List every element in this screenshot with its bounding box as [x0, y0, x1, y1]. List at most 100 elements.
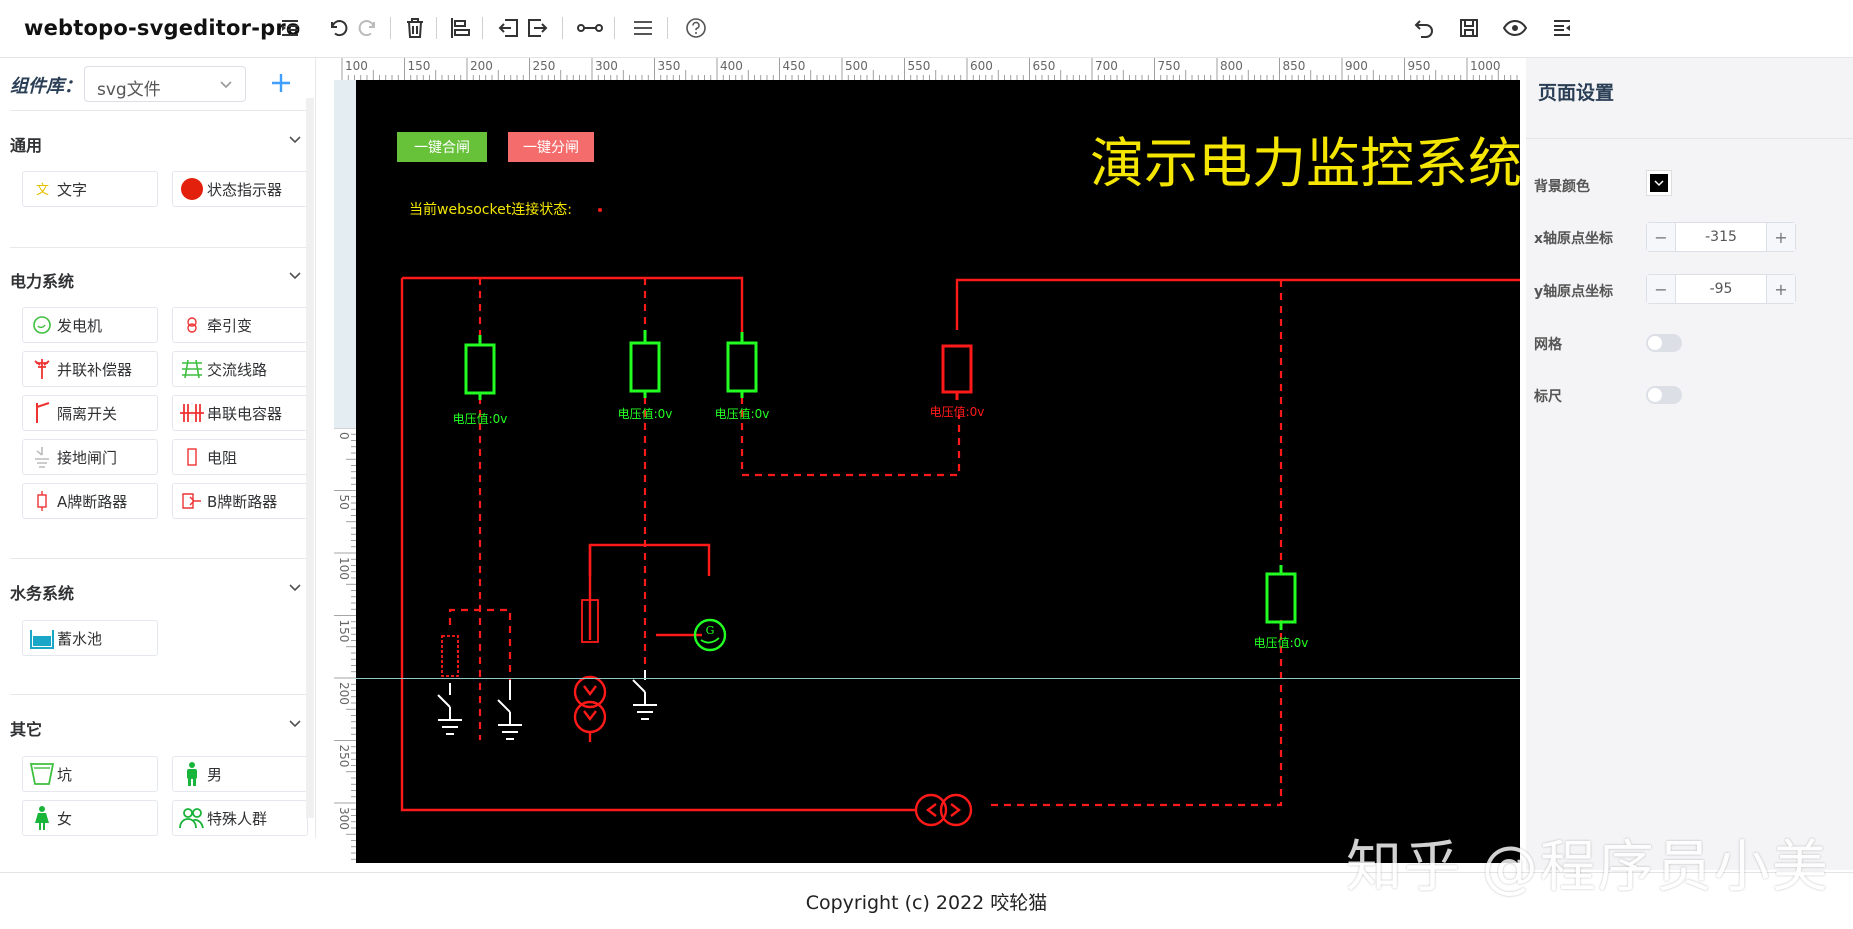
component-item-label: 接地闸门 [57, 448, 118, 467]
group-title-power[interactable]: 电力系统 [10, 272, 75, 291]
ruler-tick-label: 900 [1345, 59, 1368, 73]
red-switch[interactable] [941, 344, 973, 400]
undo-right-icon[interactable] [1410, 14, 1438, 42]
toolbar-divider [562, 17, 563, 39]
open-all-button[interactable] [508, 132, 594, 162]
sidebar-scrollbar[interactable] [306, 98, 314, 818]
ruler-tick-label: 100 [345, 59, 368, 73]
diagram-svg[interactable]: 一键合闸 一键分闸 演示电力监控系统 当前websocket连接状态: [356, 80, 1520, 863]
component-item[interactable]: 男 [172, 756, 308, 792]
group-title-water[interactable]: 水务系统 [10, 584, 75, 603]
resistor-element[interactable] [581, 599, 599, 643]
component-item[interactable]: 并联补偿器 [22, 351, 158, 387]
increase-button[interactable]: + [1766, 275, 1795, 303]
component-item[interactable]: A牌断路器 [22, 483, 158, 519]
increase-button[interactable]: + [1766, 223, 1795, 251]
group-title-other[interactable]: 其它 [10, 720, 43, 739]
component-item-label: 状态指示器 [207, 180, 283, 199]
component-item-label: 隔离开关 [57, 404, 118, 423]
websocket-status-dot [598, 208, 602, 212]
component-item-label: 电阻 [207, 448, 238, 467]
component-item[interactable]: 特殊人群 [172, 800, 308, 836]
isolating-switch-icon [29, 400, 55, 426]
component-item[interactable]: B牌断路器 [172, 483, 308, 519]
diagram-title[interactable]: 演示电力监控系统 [1090, 132, 1520, 195]
outdent-icon[interactable] [1548, 14, 1576, 42]
ruler-tick-label: 250 [533, 59, 556, 73]
bg-color-picker[interactable] [1646, 170, 1672, 196]
chevron-down-icon[interactable] [288, 268, 302, 287]
grounding-switch-element[interactable] [437, 670, 657, 740]
y-origin-value[interactable]: -95 [1709, 281, 1733, 297]
delete-icon[interactable] [401, 14, 429, 42]
divider [10, 110, 310, 111]
voltage-label: 电压值:0v [1254, 635, 1309, 650]
move-right-icon[interactable] [524, 14, 552, 42]
transformer-element[interactable] [914, 793, 973, 827]
library-select[interactable]: svg文件 [84, 66, 246, 102]
breaker-a-icon [29, 488, 55, 514]
ruler-toggle[interactable] [1646, 386, 1682, 404]
x-origin-stepper[interactable]: − -315 + [1646, 222, 1796, 252]
ruler-tick-label: 150 [337, 620, 351, 643]
undo-icon[interactable] [324, 14, 352, 42]
decrease-button[interactable]: − [1647, 275, 1676, 303]
library-label: 组件库： [10, 76, 82, 97]
top-toolbar: webtopo-svgeditor-pro [0, 0, 1853, 58]
panel-title: 页面设置 [1538, 82, 1615, 104]
chevron-down-icon[interactable] [288, 716, 302, 735]
component-item[interactable]: 发电机 [22, 307, 158, 343]
ruler-tick-label: 950 [1408, 59, 1431, 73]
group-title-general[interactable]: 通用 [10, 136, 43, 155]
ruler-tick-label: 750 [1158, 59, 1181, 73]
resistor-element[interactable] [441, 635, 459, 677]
special-group-icon [179, 805, 205, 831]
divider [10, 247, 310, 248]
green-switches[interactable] [464, 330, 1297, 630]
ruler-tick-label: 650 [1033, 59, 1056, 73]
component-item[interactable]: 电阻 [172, 439, 308, 475]
move-left-icon[interactable] [494, 14, 522, 42]
pit-icon [29, 761, 55, 787]
component-item[interactable]: 蓄水池 [22, 620, 158, 656]
websocket-status[interactable]: 当前websocket连接状态: [409, 201, 572, 218]
component-item[interactable]: 交流线路 [172, 351, 308, 387]
y-origin-stepper[interactable]: − -95 + [1646, 274, 1796, 304]
preview-icon[interactable] [1501, 14, 1529, 42]
component-item[interactable]: 女 [22, 800, 158, 836]
close-all-label: 一键合闸 [414, 140, 470, 156]
component-item[interactable]: 牵引变 [172, 307, 308, 343]
connect-line-icon[interactable] [576, 14, 604, 42]
component-item[interactable]: 坑 [22, 756, 158, 792]
plus-icon [272, 74, 290, 92]
transformer-element[interactable] [573, 675, 607, 742]
component-item[interactable]: 文 文字 [22, 171, 158, 207]
help-icon[interactable] [682, 14, 710, 42]
chevron-down-icon[interactable] [288, 580, 302, 599]
open-all-label: 一键分闸 [523, 140, 579, 156]
ruler-tick-label: 1000 [1470, 59, 1501, 73]
component-item[interactable]: 状态指示器 [172, 171, 308, 207]
component-item-label: 交流线路 [207, 360, 268, 379]
redo-icon[interactable] [354, 14, 382, 42]
indent-icon[interactable] [276, 14, 304, 42]
menu-icon[interactable] [629, 14, 657, 42]
toolbar-divider [436, 17, 437, 39]
close-all-button[interactable] [397, 132, 487, 162]
status-indicator-icon [179, 176, 205, 202]
add-library-button[interactable] [266, 66, 296, 100]
component-item[interactable]: 接地闸门 [22, 439, 158, 475]
page-settings-panel: 页面设置 背景颜色 x轴原点坐标 − -315 + y轴原点坐标 − -95 +… [1526, 58, 1853, 870]
voltage-label: 电压值:0v [618, 406, 673, 421]
component-item[interactable]: 隔离开关 [22, 395, 158, 431]
editor-canvas[interactable]: 一键合闸 一键分闸 演示电力监控系统 当前websocket连接状态: [356, 80, 1520, 863]
chevron-down-icon[interactable] [288, 132, 302, 151]
decrease-button[interactable]: − [1647, 223, 1676, 251]
generator-element[interactable] [693, 618, 727, 652]
component-item[interactable]: 串联电容器 [172, 395, 308, 431]
save-icon[interactable] [1455, 14, 1483, 42]
x-origin-value[interactable]: -315 [1705, 229, 1737, 245]
align-left-icon[interactable] [446, 14, 474, 42]
grid-toggle[interactable] [1646, 334, 1682, 352]
